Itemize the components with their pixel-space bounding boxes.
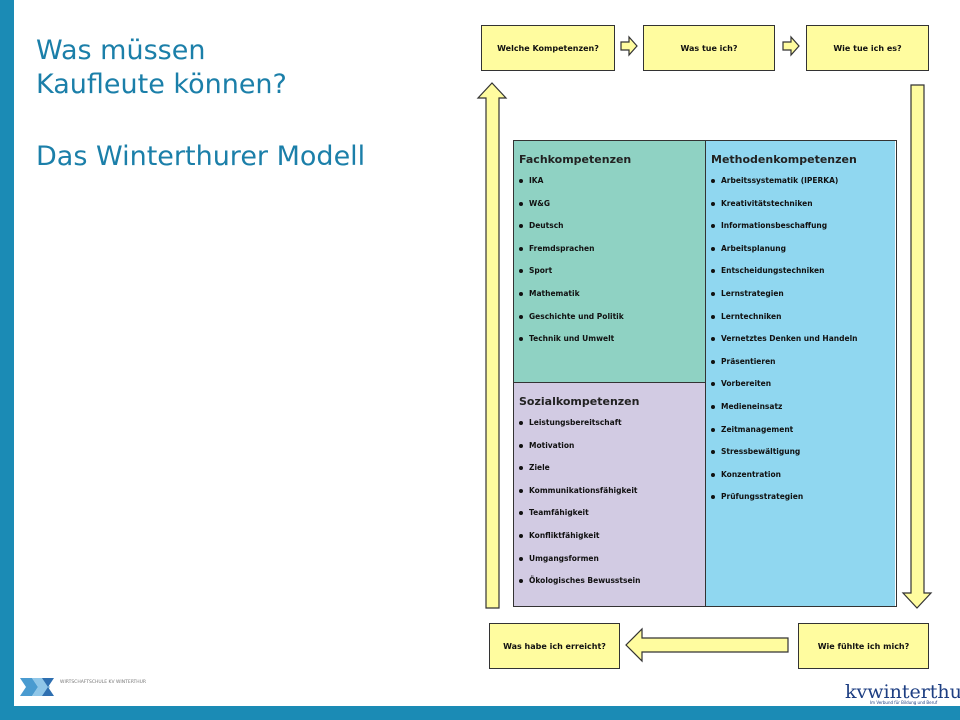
list-item: Leistungsbereitschaft — [519, 418, 705, 441]
kv-logo-subtitle: Im Verbund für Bildung und Beruf — [870, 700, 938, 705]
arrow-right-2 — [782, 35, 800, 57]
list-item: Kreativitätstechniken — [711, 199, 895, 222]
node-was-tue-ich: Was tue ich? — [643, 25, 775, 71]
list-item: Umgangsformen — [519, 554, 705, 577]
kv-logo-name: winterthur — [867, 681, 960, 703]
kv-logo-kv: kv — [845, 681, 868, 703]
list-item: Fremdsprachen — [519, 244, 705, 267]
kv-winterthur-logo: kvwinterthur — [845, 681, 960, 703]
competence-grid: Fachkompetenzen IKA W&G Deutsch Fremdspr… — [513, 140, 897, 607]
list-item: Kommunikationsfähigkeit — [519, 486, 705, 509]
list-item: Prüfungsstrategien — [711, 492, 895, 515]
list-item: Ziele — [519, 463, 705, 486]
list-item: Entscheidungstechniken — [711, 266, 895, 289]
list-item: Stressbewältigung — [711, 447, 895, 470]
list-item: Medieneinsatz — [711, 402, 895, 425]
title-line-2: Kaufleute können? — [36, 69, 287, 100]
list-item: IKA — [519, 176, 705, 199]
list-item: Lerntechniken — [711, 312, 895, 335]
school-logo-text: WIRTSCHAFTSCHULE KV WINTERTHUR — [60, 680, 147, 685]
school-logo-icon — [20, 678, 54, 696]
methode-list: Arbeitssystematik (IPERKA) Kreativitätst… — [706, 176, 895, 515]
list-item: Ökologisches Bewusstsein — [519, 576, 705, 599]
title-subtitle: Das Winterthurer Modell — [36, 141, 366, 172]
node-wie-tue-ich-es: Wie tue ich es? — [806, 25, 929, 71]
list-item: W&G — [519, 199, 705, 222]
list-item: Konfliktfähigkeit — [519, 531, 705, 554]
arrow-down-right — [901, 84, 933, 609]
list-item: Zeitmanagement — [711, 425, 895, 448]
list-item: Lernstrategien — [711, 289, 895, 312]
title-line-1: Was müssen — [36, 35, 206, 66]
list-item: Vorbereiten — [711, 379, 895, 402]
fach-list: IKA W&G Deutsch Fremdsprachen Sport Math… — [514, 176, 705, 357]
node-wie-fuehlte-ich-mich: Wie fühlte ich mich? — [798, 623, 929, 669]
list-item: Sport — [519, 266, 705, 289]
methode-title: Methodenkompetenzen — [711, 153, 857, 166]
list-item: Arbeitsplanung — [711, 244, 895, 267]
sozial-list: Leistungsbereitschaft Motivation Ziele K… — [514, 418, 705, 599]
list-item: Präsentieren — [711, 357, 895, 380]
list-item: Deutsch — [519, 221, 705, 244]
list-item: Motivation — [519, 441, 705, 464]
arrow-up-left — [476, 82, 508, 609]
list-item: Teamfähigkeit — [519, 508, 705, 531]
list-item: Konzentration — [711, 470, 895, 493]
sozial-competences: Sozialkompetenzen Leistungsbereitschaft … — [514, 383, 706, 606]
fach-title: Fachkompetenzen — [519, 153, 632, 166]
methoden-competences: Methodenkompetenzen Arbeitssystematik (I… — [706, 141, 895, 606]
list-item: Technik und Umwelt — [519, 334, 705, 357]
left-accent-bar — [0, 0, 14, 720]
list-item: Informationsbeschaffung — [711, 221, 895, 244]
list-item: Arbeitssystematik (IPERKA) — [711, 176, 895, 199]
bottom-accent-bar — [0, 706, 960, 720]
arrow-right-1 — [620, 35, 638, 57]
slide-title: Was müssen Kaufleute können? Das Wintert… — [36, 34, 365, 174]
arrow-left-bottom — [625, 627, 789, 663]
node-welche-kompetenzen: Welche Kompetenzen? — [481, 25, 615, 71]
list-item: Mathematik — [519, 289, 705, 312]
fach-competences: Fachkompetenzen IKA W&G Deutsch Fremdspr… — [514, 141, 706, 383]
sozial-title: Sozialkompetenzen — [519, 395, 640, 408]
list-item: Geschichte und Politik — [519, 312, 705, 335]
list-item: Vernetztes Denken und Handeln — [711, 334, 895, 357]
node-was-habe-ich-erreicht: Was habe ich erreicht? — [489, 623, 620, 669]
